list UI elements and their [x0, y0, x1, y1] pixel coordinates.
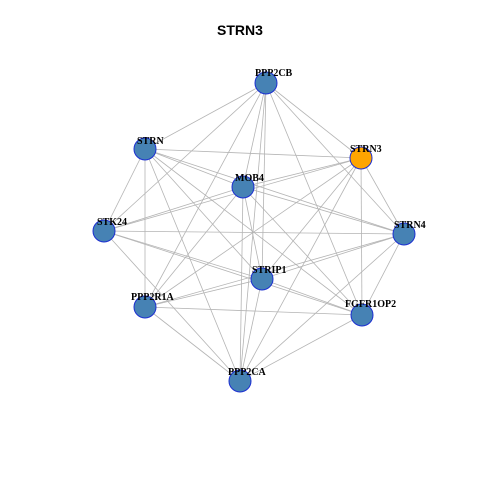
node-label-mob4: MOB4: [235, 173, 264, 184]
node-ppp2cb: [254, 71, 278, 95]
node-stk24: [92, 219, 116, 243]
node-fgfr1op2: [350, 303, 374, 327]
edge-ppp2r1a-fgfr1op2: [144, 306, 363, 316]
node-label-strn: STRN: [137, 136, 164, 147]
edge-mob4-strip1: [242, 186, 263, 280]
node-label-ppp2ca: PPP2CA: [228, 367, 267, 378]
edge-ppp2cb-strip1: [261, 82, 267, 280]
edge-ppp2cb-fgfr1op2: [265, 82, 363, 316]
edge-strn-ppp2ca: [144, 148, 241, 382]
edge-stk24-ppp2ca: [103, 230, 241, 382]
node-strn4: [392, 222, 416, 246]
edge-strn3-ppp2ca: [239, 157, 362, 382]
diagram-title: STRN3: [217, 22, 263, 38]
edge-mob4-ppp2r1a: [144, 186, 244, 308]
node-strn3: [349, 146, 373, 170]
node-mob4: [231, 175, 255, 199]
edge-ppp2r1a-ppp2ca: [144, 306, 241, 382]
node-strn: [133, 137, 157, 161]
edges-layer: [103, 82, 405, 382]
edge-strn4-strip1: [261, 233, 405, 280]
edge-strn-strn3: [144, 148, 362, 159]
node-label-stk24: STK24: [97, 217, 127, 228]
node-label-strip1: STRIP1: [252, 265, 286, 276]
edge-strip1-fgfr1op2: [261, 278, 363, 316]
edge-strn-mob4: [144, 148, 244, 188]
edge-strn4-ppp2ca: [239, 233, 405, 382]
edge-ppp2cb-strn4: [265, 82, 405, 235]
edge-ppp2cb-mob4: [242, 82, 267, 188]
edge-ppp2cb-stk24: [103, 82, 267, 232]
edge-stk24-fgfr1op2: [103, 230, 363, 316]
edge-strn-stk24: [103, 148, 146, 232]
edge-mob4-strn4: [242, 186, 405, 235]
edge-strn4-ppp2r1a: [144, 233, 405, 308]
node-label-fgfr1op2: FGFR1OP2: [345, 299, 396, 310]
nodes-layer: [92, 71, 416, 393]
node-ppp2r1a: [133, 295, 157, 319]
edge-mob4-fgfr1op2: [242, 186, 363, 316]
node-label-strn3: STRN3: [350, 144, 382, 155]
edge-strn-strn4: [144, 148, 405, 235]
node-strip1: [250, 267, 274, 291]
edge-ppp2cb-strn: [144, 82, 267, 150]
node-ppp2ca: [228, 369, 252, 393]
edge-stk24-strip1: [103, 230, 263, 280]
edge-mob4-stk24: [103, 186, 244, 232]
edge-stk24-strn4: [103, 230, 405, 235]
edge-strn4-fgfr1op2: [361, 233, 405, 316]
edge-strip1-ppp2r1a: [144, 278, 263, 308]
edge-ppp2cb-strn3: [265, 82, 362, 159]
edge-fgfr1op2-ppp2ca: [239, 314, 363, 382]
edge-strn-strip1: [144, 148, 263, 280]
edge-strip1-ppp2ca: [239, 278, 263, 382]
node-label-ppp2cb: PPP2CB: [255, 68, 293, 79]
edge-strn3-strn4: [360, 157, 405, 235]
edge-strn3-fgfr1op2: [360, 157, 363, 316]
node-label-strn4: STRN4: [394, 220, 426, 231]
node-label-ppp2r1a: PPP2R1A: [131, 292, 175, 303]
edge-strn3-mob4: [242, 157, 362, 188]
edge-strn3-stk24: [103, 157, 362, 232]
edge-strn3-strip1: [261, 157, 362, 280]
